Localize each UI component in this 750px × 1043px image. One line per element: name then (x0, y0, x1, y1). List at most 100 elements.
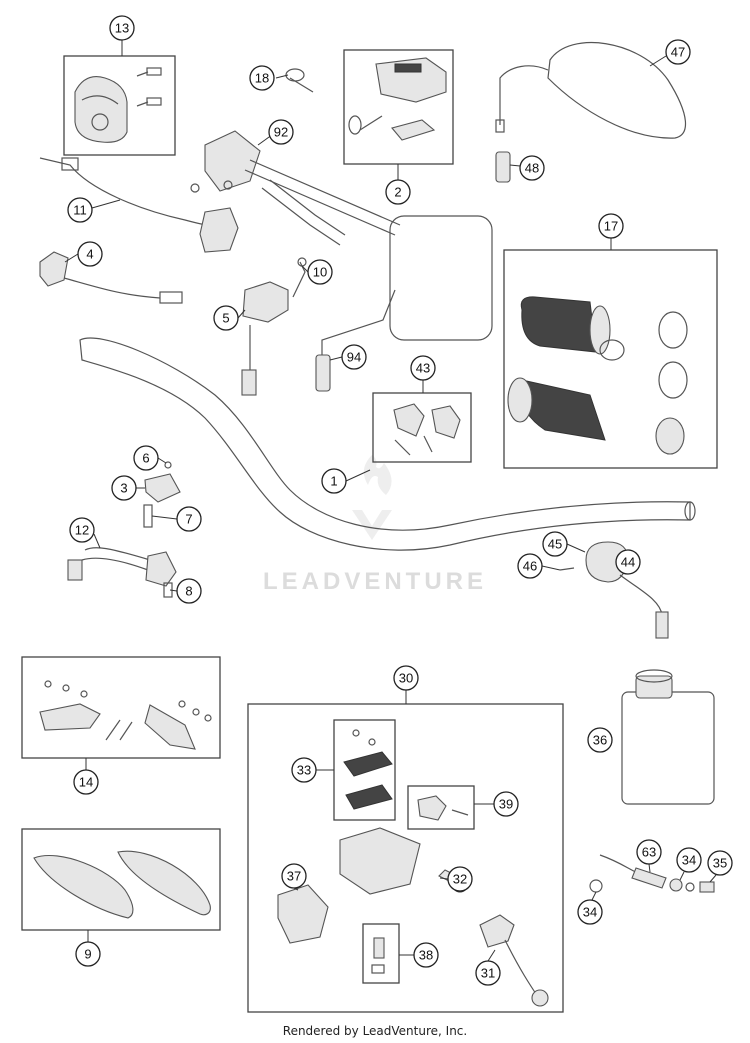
callout-13: 13 (109, 15, 135, 41)
callout-4: 4 (77, 241, 103, 267)
svg-text:14: 14 (79, 775, 93, 790)
svg-text:37: 37 (287, 869, 301, 884)
footer-credit: Rendered by LeadVenture, Inc. (282, 1024, 468, 1038)
handlebar (79, 337, 691, 551)
svg-text:13: 13 (115, 21, 129, 36)
svg-text:32: 32 (453, 872, 467, 887)
switch-4 (39, 251, 183, 304)
callout-3: 3 (111, 475, 137, 501)
callout-1: 1 (321, 468, 347, 494)
svg-text:11: 11 (73, 203, 87, 218)
svg-text:9: 9 (84, 947, 91, 962)
throttle-assembly-92 (190, 130, 401, 246)
callout-11: 11 (67, 197, 93, 223)
callout-48: 48 (519, 155, 545, 181)
svg-text:92: 92 (274, 125, 288, 140)
callout-36: 36 (587, 727, 613, 753)
kit-box-43 (372, 392, 472, 463)
clamp-39 (417, 795, 469, 821)
watermark-logo (352, 455, 392, 540)
svg-text:43: 43 (416, 361, 430, 376)
callout-2: 2 (385, 179, 411, 205)
svg-text:8: 8 (185, 584, 192, 599)
callout-34-bottom: 34 (577, 899, 603, 925)
brake-lever-31 (479, 914, 549, 1007)
callout-33: 33 (291, 757, 317, 783)
callout-34-top: 34 (676, 847, 702, 873)
svg-text:33: 33 (297, 763, 311, 778)
callout-6: 6 (133, 445, 159, 471)
kit-box-17 (503, 249, 718, 469)
bracket-kit-14 (39, 680, 212, 750)
callout-18: 18 (249, 65, 275, 91)
svg-text:94: 94 (347, 350, 361, 365)
svg-text:48: 48 (525, 161, 539, 176)
callout-43: 43 (410, 355, 436, 381)
svg-text:17: 17 (604, 219, 618, 234)
svg-text:10: 10 (313, 265, 327, 280)
svg-text:36: 36 (593, 733, 607, 748)
callout-30: 30 (393, 665, 419, 691)
svg-text:31: 31 (481, 966, 495, 981)
kit-box-39 (407, 785, 475, 830)
brake-fluid-36 (621, 669, 715, 805)
callout-17: 17 (598, 213, 624, 239)
svg-text:3: 3 (120, 481, 127, 496)
watermark-text: LEADVENTURE (262, 568, 487, 595)
callout-10: 10 (307, 259, 333, 285)
kit-box-13 (63, 55, 176, 156)
svg-text:46: 46 (523, 559, 537, 574)
switch-2 (348, 57, 447, 141)
svg-text:34: 34 (583, 905, 597, 920)
svg-text:18: 18 (255, 71, 269, 86)
callout-9: 9 (75, 941, 101, 967)
callout-12: 12 (69, 517, 95, 543)
callout-14: 14 (73, 769, 99, 795)
callout-8: 8 (176, 578, 202, 604)
switch-11 (39, 157, 239, 253)
cable-tie-18 (285, 68, 314, 93)
kit-box-14 (21, 656, 221, 759)
callout-92: 92 (268, 119, 294, 145)
callout-46: 46 (517, 553, 543, 579)
svg-text:2: 2 (394, 185, 401, 200)
switch-housing-13 (74, 67, 162, 143)
svg-text:63: 63 (642, 845, 656, 860)
cover-37 (277, 884, 329, 944)
svg-text:44: 44 (621, 555, 635, 570)
brake-line-63 (589, 854, 715, 893)
svg-text:1: 1 (330, 474, 337, 489)
svg-text:38: 38 (419, 948, 433, 963)
svg-text:35: 35 (713, 856, 727, 871)
svg-text:12: 12 (75, 523, 89, 538)
svg-text:7: 7 (185, 512, 192, 527)
callout-31: 31 (475, 960, 501, 986)
mirror-94 (315, 215, 493, 392)
svg-text:45: 45 (548, 537, 562, 552)
kit-box-9 (21, 828, 221, 931)
grips-17 (507, 296, 688, 455)
switch-5 (241, 257, 307, 396)
callout-39: 39 (493, 791, 519, 817)
callout-47: 47 (665, 39, 691, 65)
clamp-44 (559, 541, 669, 639)
callout-45: 45 (542, 531, 568, 557)
svg-text:34: 34 (682, 853, 696, 868)
callout-35: 35 (707, 850, 733, 876)
svg-text:5: 5 (222, 311, 229, 326)
callout-38: 38 (413, 942, 439, 968)
callout-63: 63 (636, 839, 662, 865)
svg-text:4: 4 (86, 247, 93, 262)
callout-44: 44 (615, 549, 641, 575)
svg-text:39: 39 (499, 797, 513, 812)
clamps-43 (393, 403, 461, 456)
callout-5: 5 (213, 305, 239, 331)
part-38 (371, 937, 385, 974)
callout-7: 7 (176, 506, 202, 532)
svg-text:6: 6 (142, 451, 149, 466)
hand-guards-9 (33, 850, 211, 919)
switch-12 (67, 547, 177, 598)
reservoir-cover-33 (343, 729, 393, 810)
callout-32: 32 (447, 866, 473, 892)
